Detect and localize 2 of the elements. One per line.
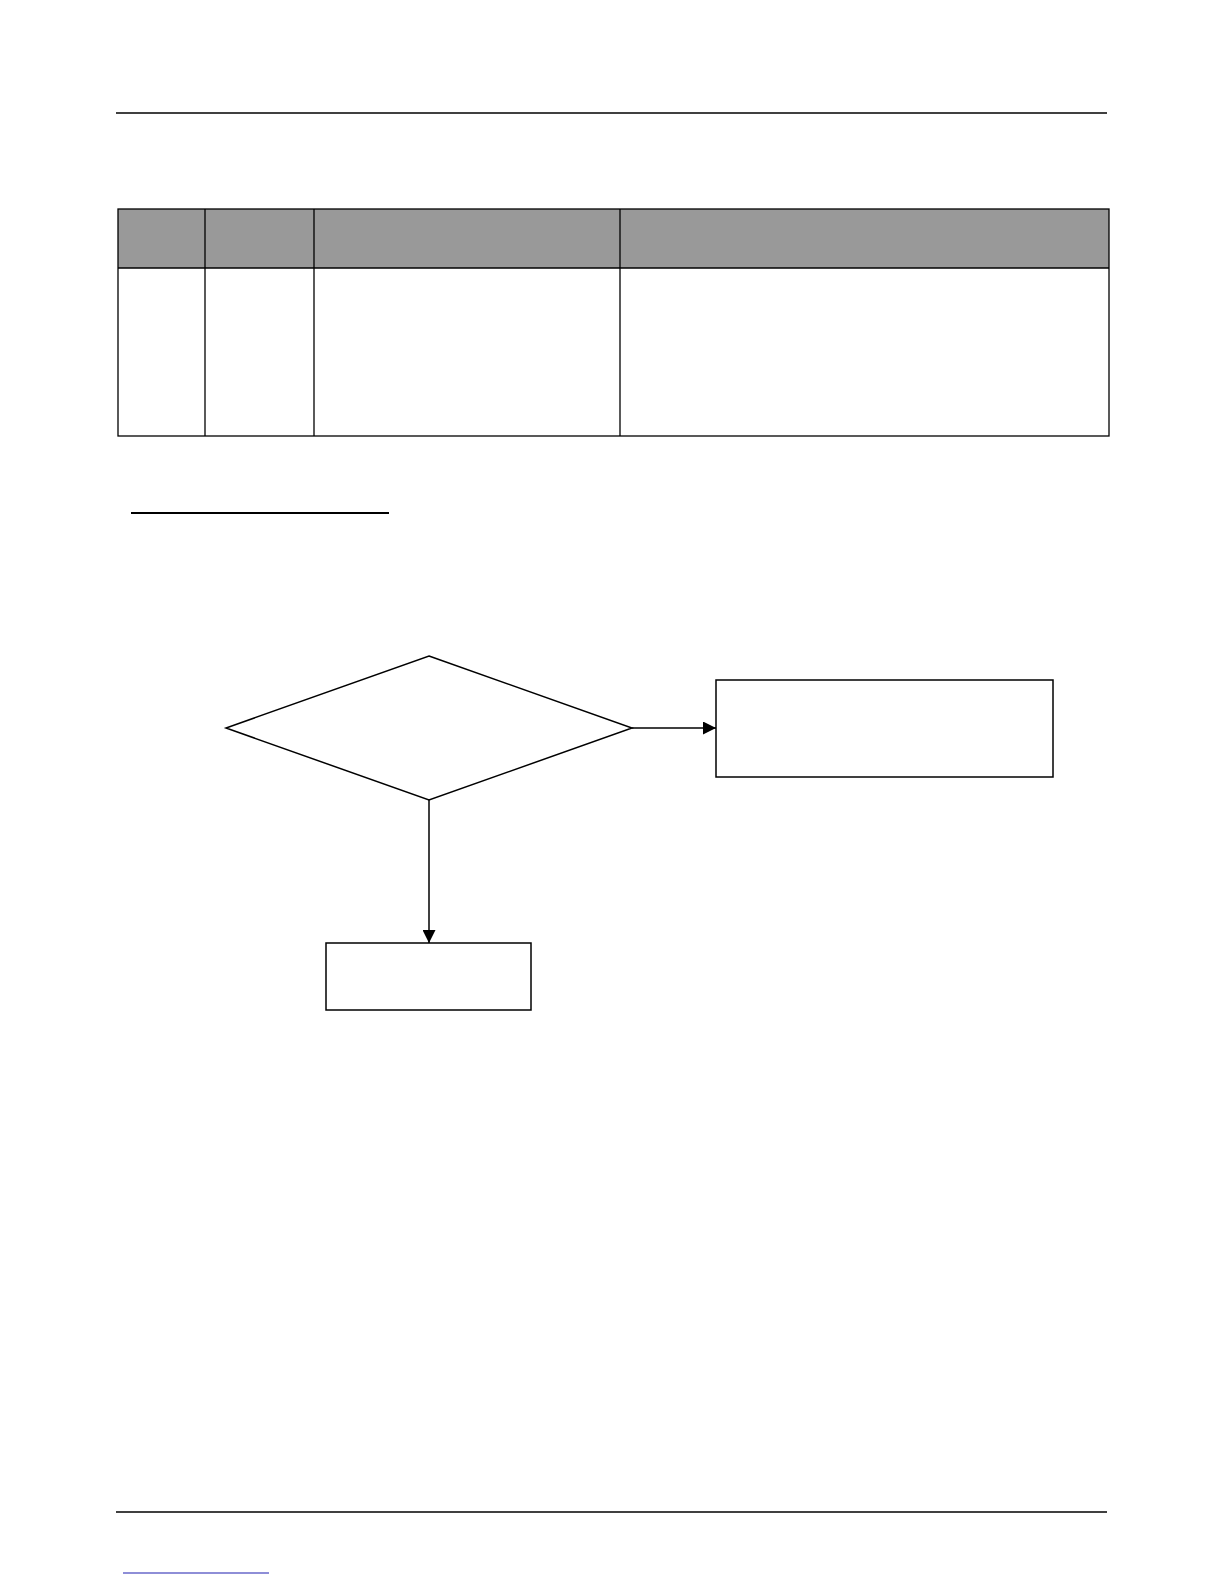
arrow <box>631 721 717 735</box>
arrow <box>422 799 436 944</box>
